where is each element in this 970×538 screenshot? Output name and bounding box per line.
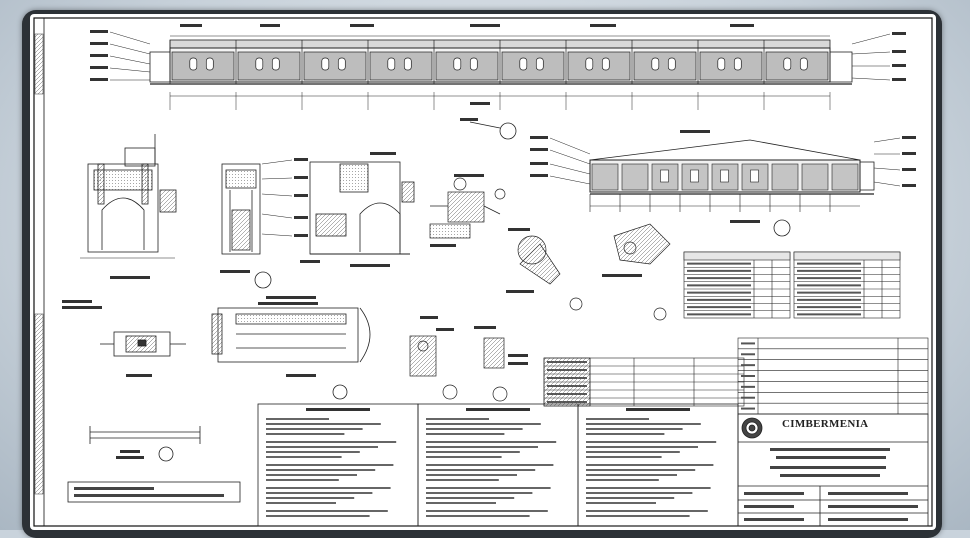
company-name: CIMBERMENIA [782, 418, 869, 430]
plan-detail [62, 300, 186, 377]
blueprint-drawing [33, 17, 933, 527]
drawing-sheet: CIMBERMENIA [30, 14, 936, 530]
section-callout-1 [460, 118, 517, 140]
detail-section-b [220, 158, 308, 289]
detail-connection-4 [409, 316, 458, 400]
schedule-table-1 [683, 251, 791, 319]
notes-panel-structural [417, 403, 579, 527]
schedule-table-2 [793, 251, 901, 319]
notes-panel-general [257, 403, 419, 527]
title-block [737, 413, 929, 527]
detail-connection-3 [602, 223, 671, 321]
side-elevation [530, 130, 916, 237]
material-table [543, 357, 745, 407]
detail-section-c [300, 152, 415, 267]
detail-section-a [80, 134, 177, 279]
left-strip-notes [34, 313, 44, 495]
long-section [211, 296, 371, 400]
detail-connection-5 [474, 326, 528, 402]
beam-detail [89, 426, 201, 462]
revision-list [737, 337, 929, 415]
detail-connection-2 [506, 228, 583, 311]
stamp-box [67, 481, 241, 503]
notes-panel-specifications [577, 403, 739, 527]
detail-connection-1 [429, 174, 506, 247]
top-elevation [90, 24, 906, 110]
